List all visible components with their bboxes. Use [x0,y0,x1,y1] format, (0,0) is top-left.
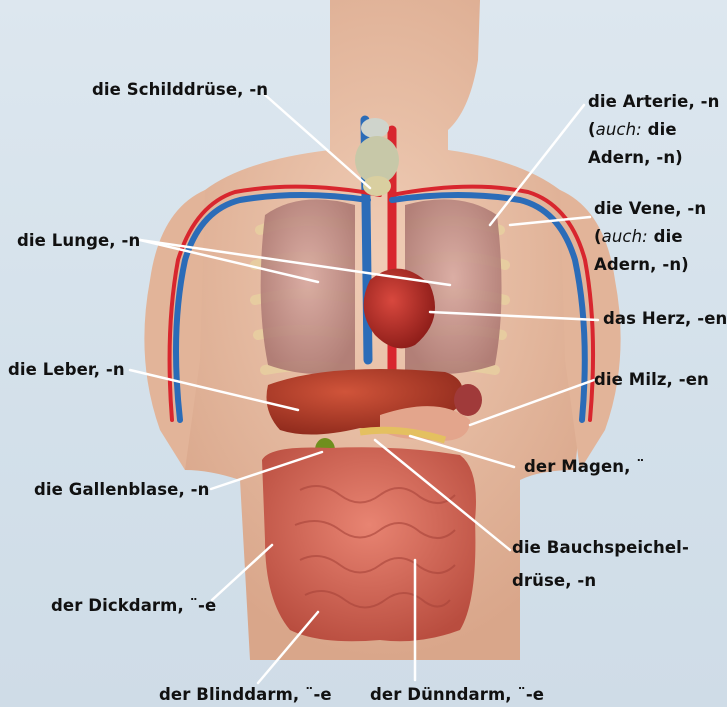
label-vene-line1: die Vene, -n [594,199,706,219]
label-magen: der Magen, ¨ [524,457,645,477]
label-arterie-line3: Adern, -n) [588,148,683,168]
label-leber: die Leber, -n [8,360,125,380]
label-dickdarm: der Dickdarm, ¨-e [51,596,216,616]
label-bauchspeichel-line2: drüse, -n [512,571,596,591]
intestines [262,447,476,641]
label-lunge: die Lunge, -n [17,231,140,251]
label-gallenblase: die Gallenblase, -n [34,480,209,500]
label-blinddarm: der Blinddarm, ¨-e [159,685,332,705]
label-vene-line2: (auch: die [594,227,683,247]
label-bauchspeichel-line1: die Bauchspeichel- [512,538,689,558]
label-schilddruese: die Schilddrüse, -n [92,80,268,100]
label-herz: das Herz, -en [603,309,727,329]
label-milz: die Milz, -en [594,370,709,390]
label-arterie-line2: (auch: die [588,120,677,140]
label-vene-line3: Adern, -n) [594,255,689,275]
spleen [454,384,482,416]
label-duenndarm: der Dünndarm, ¨-e [370,685,544,705]
label-arterie-line1: die Arterie, -n [588,92,719,112]
